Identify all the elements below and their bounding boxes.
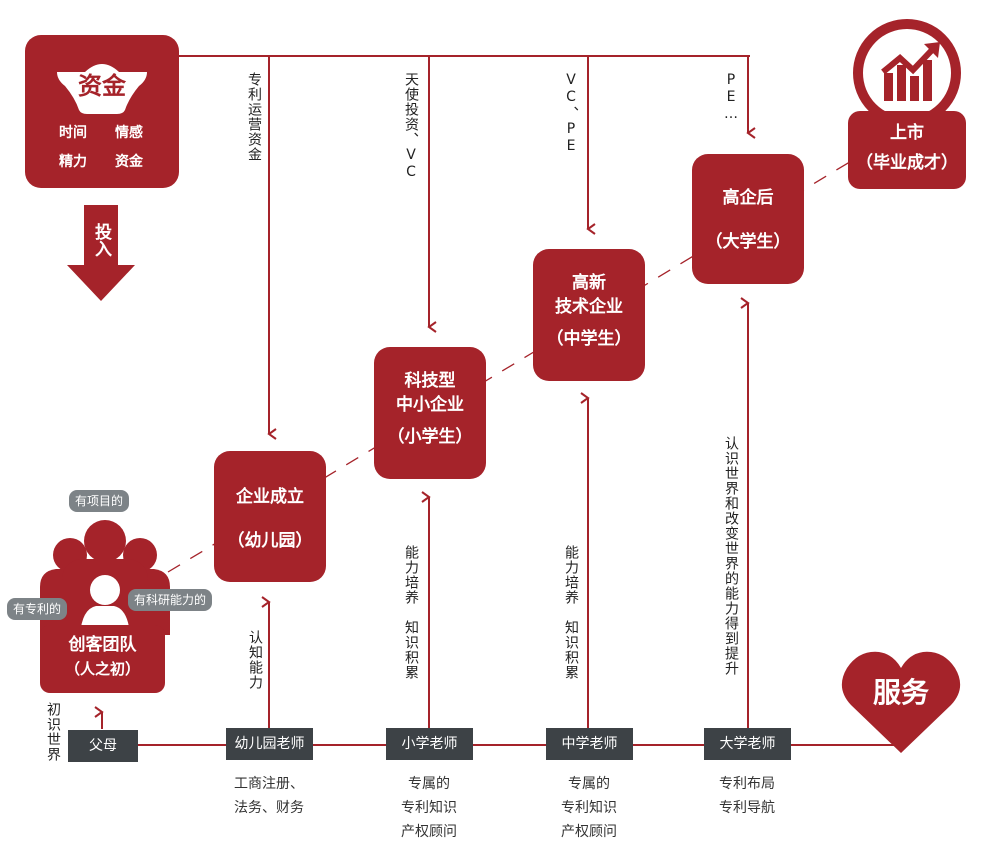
funding-item-money: 资金 bbox=[115, 154, 143, 170]
university-title: 高企后 bbox=[722, 188, 774, 208]
kindergarten-title: 企业成立 bbox=[236, 487, 304, 507]
ipo-subtitle: （毕业成才） bbox=[856, 153, 958, 173]
label-first-world: 初识世界 bbox=[45, 702, 61, 762]
service-node: 服务 bbox=[841, 650, 961, 755]
stage-university: 高企后 （大学生） bbox=[692, 154, 804, 284]
label-patent-ops-funding: 专利运营资金 bbox=[246, 72, 262, 162]
primary-subtitle: （小学生） bbox=[387, 427, 473, 447]
university-subtitle: （大学生） bbox=[705, 232, 791, 252]
note-line: 专利知识 bbox=[561, 800, 617, 816]
heart-icon bbox=[841, 651, 961, 753]
tag-has-patent: 有专利的 bbox=[7, 598, 68, 620]
funding-title: 资金 bbox=[78, 72, 126, 100]
label-university-growth: 认识世界和改变世界的能力得到提升 bbox=[723, 436, 739, 676]
team-subtitle: （人之初） bbox=[64, 660, 140, 678]
note-line: 产权顾问 bbox=[401, 824, 457, 840]
down-arrow-icon bbox=[67, 205, 135, 301]
note-line: 专属的 bbox=[408, 776, 450, 792]
funding-box: 资金 时间 情感 精力 资金 bbox=[25, 35, 179, 188]
note-university: 专利布局 专利导航 bbox=[692, 772, 802, 820]
note-primary: 专属的 专利知识 产权顾问 bbox=[374, 772, 484, 844]
gold-ingot-icon bbox=[57, 64, 147, 114]
teacher-parents: 父母 bbox=[68, 730, 138, 762]
note-line: 专利导航 bbox=[719, 800, 775, 816]
label-cognitive-ability: 认知能力 bbox=[247, 630, 263, 690]
invest-arrow: 投入 bbox=[67, 205, 135, 301]
label-primary-growth: 能力培养 知识积累 bbox=[403, 545, 419, 680]
middle-title-1: 高新 bbox=[572, 273, 606, 293]
teacher-university: 大学老师 bbox=[704, 728, 791, 760]
primary-title-1: 科技型 bbox=[404, 371, 456, 391]
note-line: 专属的 bbox=[568, 776, 610, 792]
funding-item-time: 时间 bbox=[59, 125, 87, 141]
note-line: 专利布局 bbox=[719, 776, 775, 792]
ipo-node: 上市 （毕业成才） bbox=[846, 18, 968, 193]
label-vc-pe: VC、PE bbox=[563, 72, 579, 155]
note-middle: 专属的 专利知识 产权顾问 bbox=[534, 772, 644, 844]
funding-item-energy: 精力 bbox=[59, 154, 87, 170]
label-pe: PE… bbox=[723, 72, 739, 123]
middle-title-2: 技术企业 bbox=[555, 297, 623, 317]
primary-title-2: 中小企业 bbox=[396, 395, 464, 415]
service-label: 服务 bbox=[872, 676, 929, 709]
note-line: 法务、财务 bbox=[234, 800, 304, 816]
teacher-primary: 小学老师 bbox=[386, 728, 473, 760]
note-line: 专利知识 bbox=[401, 800, 457, 816]
label-angel-vc: 天使投资、VC bbox=[403, 72, 419, 181]
ipo-box: 上市 （毕业成才） bbox=[848, 111, 966, 189]
note-kindergarten: 工商注册、 法务、财务 bbox=[214, 772, 324, 820]
stage-middle-school: 高新 技术企业 （中学生） bbox=[533, 249, 645, 381]
tag-has-project: 有项目的 bbox=[69, 490, 130, 512]
team-title: 创客团队 bbox=[68, 635, 137, 655]
funding-item-emotion: 情感 bbox=[115, 125, 143, 141]
teacher-middle: 中学老师 bbox=[546, 728, 633, 760]
note-line: 工商注册、 bbox=[234, 776, 304, 792]
teacher-kindergarten: 幼儿园老师 bbox=[226, 728, 313, 760]
ipo-title: 上市 bbox=[890, 123, 924, 143]
stage-primary-school: 科技型 中小企业 （小学生） bbox=[374, 347, 486, 479]
team-box: 创客团队 （人之初） bbox=[40, 625, 165, 693]
invest-label: 投入 bbox=[91, 223, 111, 257]
tag-has-research: 有科研能力的 bbox=[128, 589, 213, 611]
middle-subtitle: （中学生） bbox=[546, 329, 632, 349]
note-line: 产权顾问 bbox=[561, 824, 617, 840]
stage-kindergarten: 企业成立 （幼儿园） bbox=[214, 451, 326, 582]
kindergarten-subtitle: （幼儿园） bbox=[227, 531, 313, 551]
label-middle-growth: 能力培养 知识积累 bbox=[563, 545, 579, 680]
